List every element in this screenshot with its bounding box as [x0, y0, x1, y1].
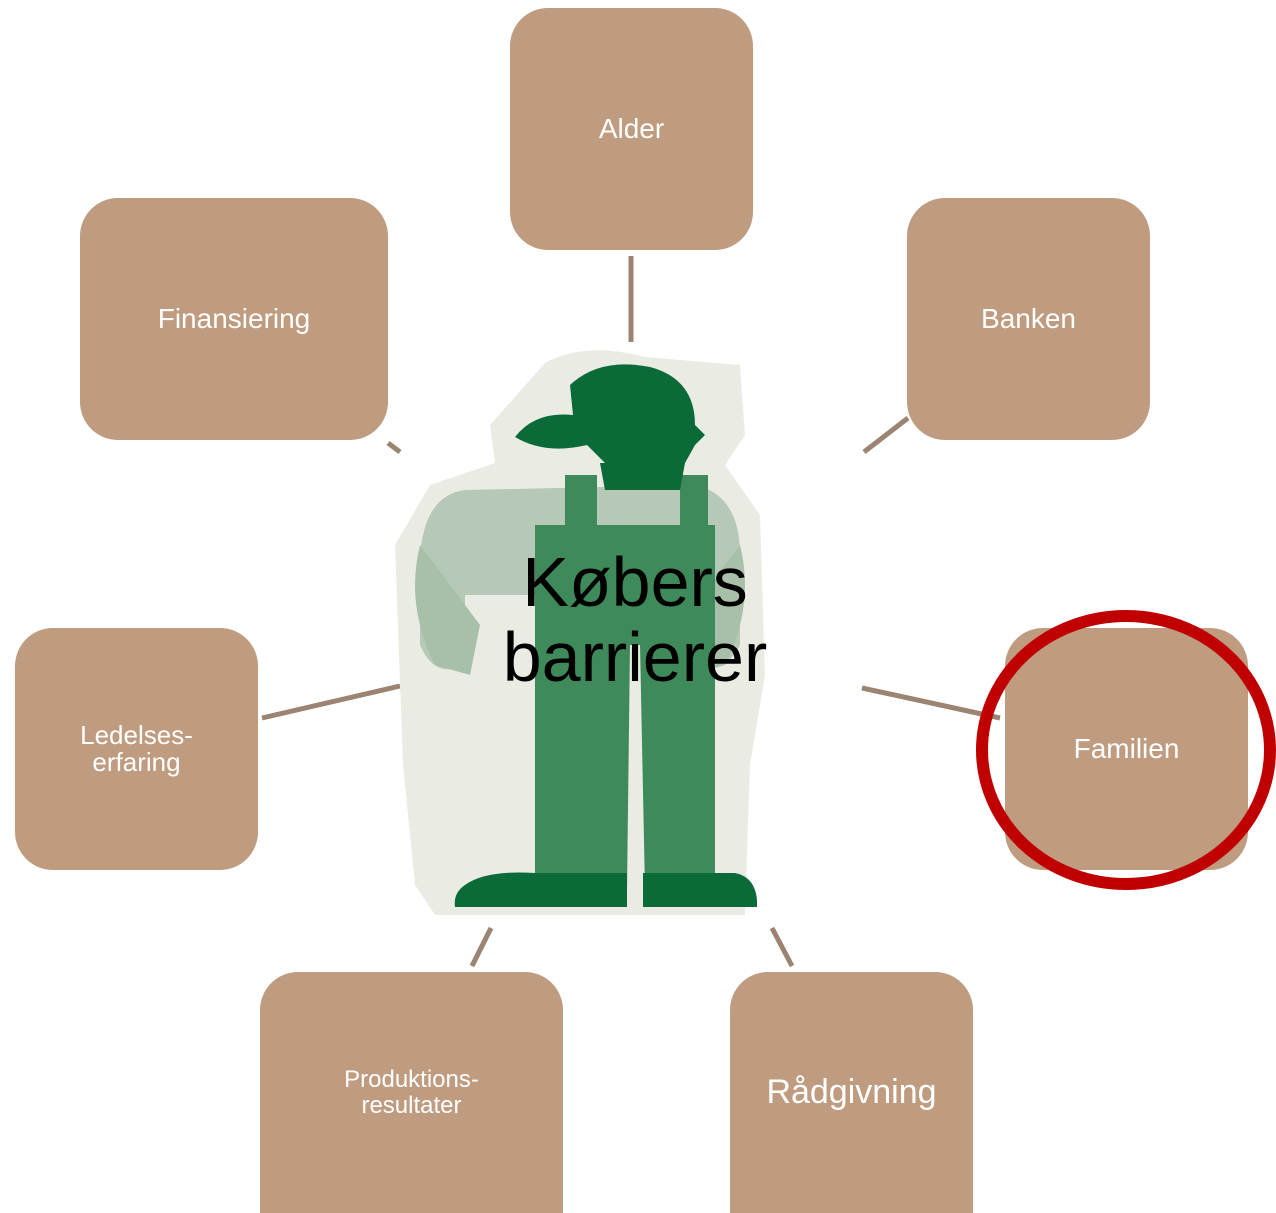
connector-produktion [469, 926, 494, 968]
node-ledelseserfaring-line-2: erfaring [92, 747, 181, 777]
figure-neck [600, 463, 685, 490]
node-produktionsresultater[interactable]: Produktions- resultater [260, 972, 563, 1213]
node-produktionsresultater-label: Produktions- resultater [344, 1067, 479, 1117]
node-raadgivning[interactable]: Rådgivning [730, 972, 973, 1213]
node-ledelseserfaring[interactable]: Ledelses- erfaring [15, 628, 258, 870]
node-raadgivning-label: Rådgivning [766, 1072, 937, 1111]
node-ledelseserfaring-line-1: Ledelses- [80, 719, 193, 750]
node-finansiering-label: Finansiering [157, 303, 311, 335]
connector-familien [861, 685, 1001, 721]
node-alder-label: Alder [598, 113, 665, 145]
center-title: Købers barrierer [400, 545, 870, 695]
node-familien[interactable]: Familien [1005, 628, 1248, 870]
node-alder[interactable]: Alder [510, 8, 753, 250]
connector-banken [862, 416, 910, 454]
node-finansiering[interactable]: Finansiering [80, 198, 388, 440]
farmer-figure-icon [395, 350, 765, 915]
connector-ledelse [261, 683, 401, 721]
figure-cap [515, 364, 705, 463]
node-banken[interactable]: Banken [907, 198, 1150, 440]
figure-shoe-left [454, 872, 627, 907]
connector-raadgivning [769, 926, 795, 968]
figure-shoe-right [643, 873, 757, 907]
center-title-line-2: barrierer [502, 617, 768, 696]
node-ledelseserfaring-label: Ledelses- erfaring [80, 719, 193, 777]
node-familien-label: Familien [1073, 733, 1180, 765]
node-produktionsresultater-line-1: Produktions- [344, 1066, 479, 1094]
node-banken-label: Banken [981, 303, 1076, 335]
figure-arm-left [415, 545, 480, 675]
node-produktionsresultater-line-2: resultater [361, 1091, 462, 1119]
figure-overall [535, 525, 715, 890]
center-title-line-1: Købers [522, 543, 748, 621]
connector-finansiering [386, 441, 402, 454]
